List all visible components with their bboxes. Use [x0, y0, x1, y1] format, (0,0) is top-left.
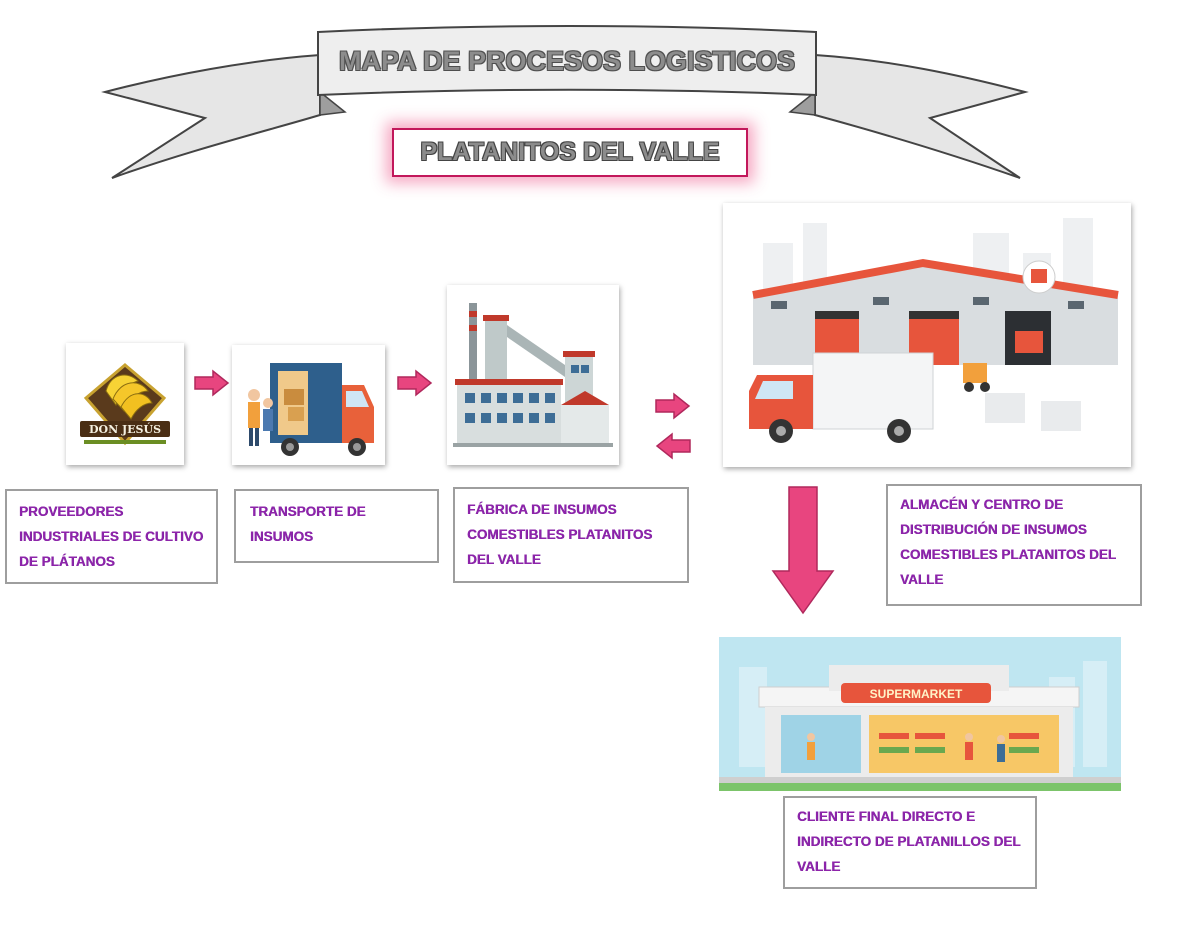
- delivery-truck-icon: [248, 363, 374, 456]
- label-warehouse: ALMACÉN Y CENTRO DE DISTRIBUCIÓN DE INSU…: [886, 484, 1142, 606]
- subtitle-box: PLATANITOS DEL VALLE: [392, 128, 748, 177]
- factory-icon: [453, 303, 613, 447]
- warehouse-icon: [749, 218, 1119, 443]
- banana-logo-icon: DON JESÚS: [80, 363, 170, 446]
- flow-arrow-down: [771, 486, 835, 615]
- page-title: MAPA DE PROCESOS LOGISTICOS: [338, 45, 796, 76]
- label-customer: CLIENTE FINAL DIRECTO E INDIRECTO DE PLA…: [783, 796, 1037, 889]
- title-ribbon: [101, 25, 1029, 179]
- transport-card: [232, 345, 385, 465]
- customer-card: SUPERMARKET: [719, 637, 1121, 791]
- supplier-card: DON JESÚS: [66, 343, 184, 465]
- flow-arrow-right: [655, 392, 691, 420]
- logo-text: DON JESÚS: [89, 422, 161, 436]
- supermarket-sign-text: SUPERMARKET: [870, 687, 963, 701]
- label-suppliers: PROVEEDORES INDUSTRIALES DE CULTIVO DE P…: [5, 489, 218, 584]
- label-factory: FÁBRICA DE INSUMOS COMESTIBLES PLATANITO…: [453, 487, 689, 583]
- warehouse-card: [723, 203, 1131, 467]
- supermarket-icon: SUPERMARKET: [719, 637, 1121, 791]
- flow-arrow-1: [194, 369, 230, 397]
- flow-arrow-2: [397, 369, 433, 397]
- label-transport: TRANSPORTE DE INSUMOS: [234, 489, 439, 563]
- factory-card: [447, 285, 619, 465]
- flow-arrow-left: [655, 432, 691, 460]
